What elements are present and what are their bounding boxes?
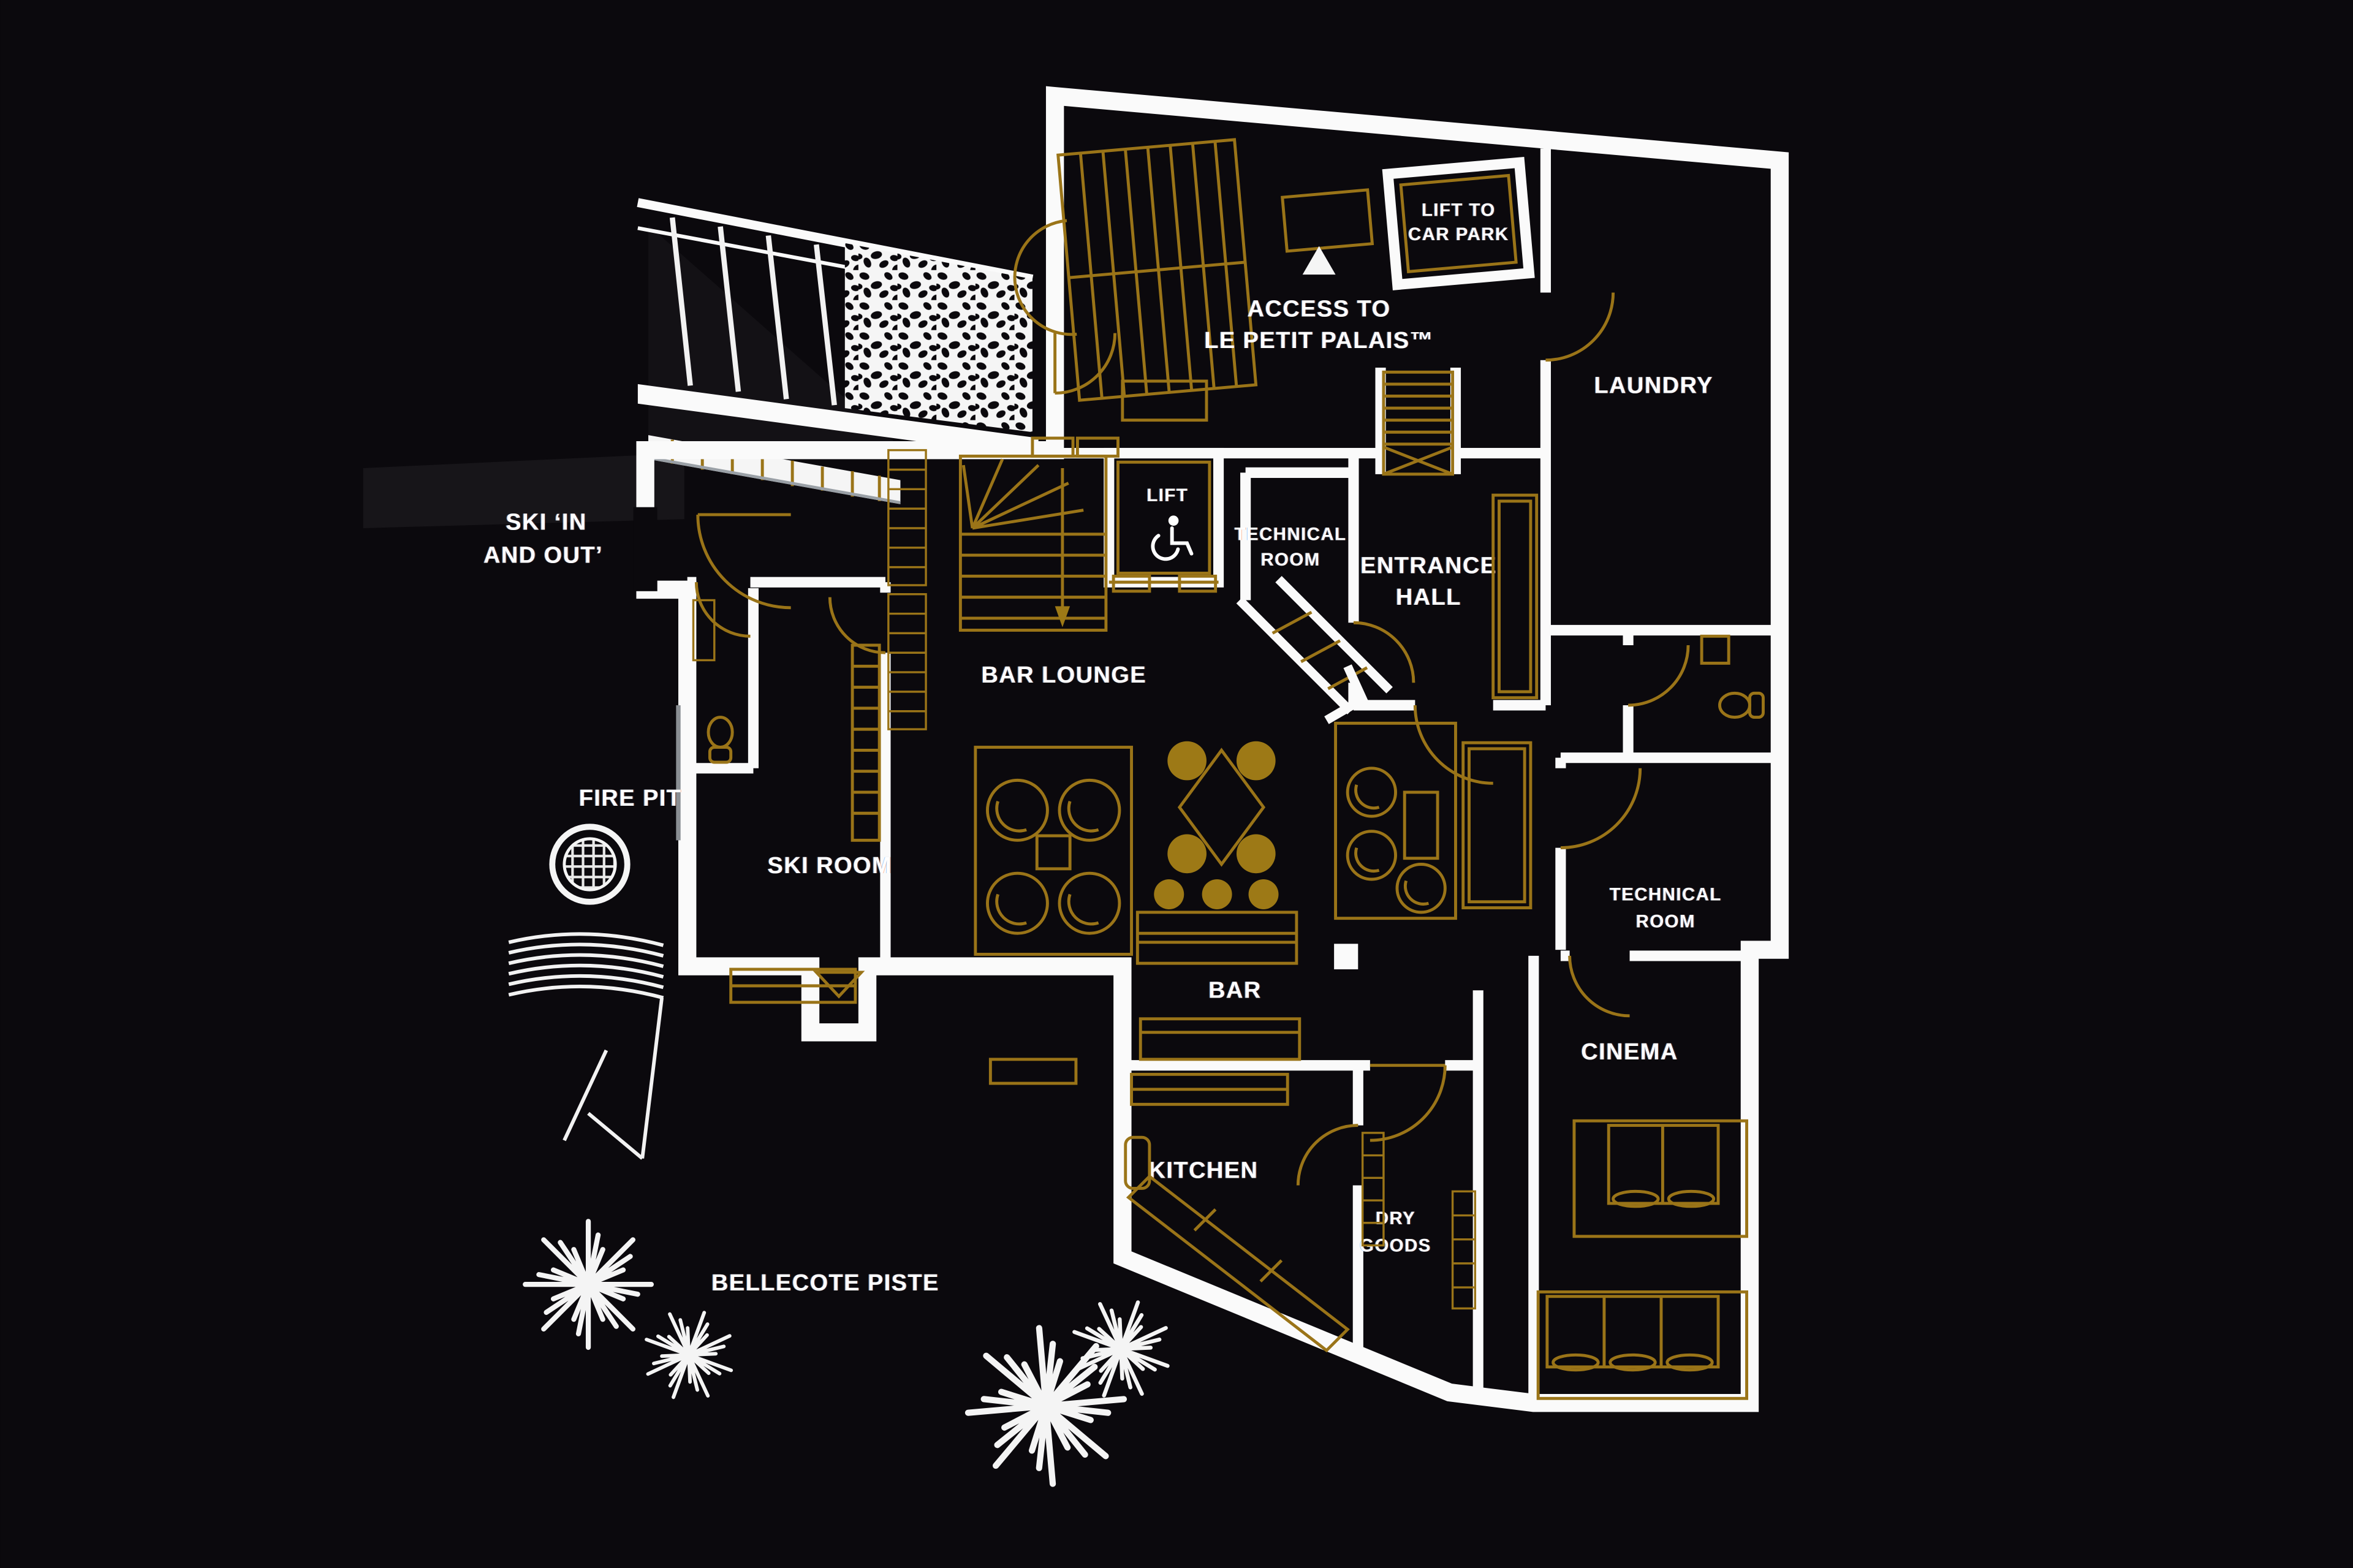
room-bar: [1135, 911, 1302, 1061]
corridor-seating: [1334, 721, 1533, 920]
toilet-icon: [707, 716, 734, 764]
sink: [1700, 634, 1730, 665]
hall-mat: [1281, 188, 1374, 253]
lift-label: LIFT: [1146, 485, 1188, 506]
room-kitchen: [1124, 1072, 1350, 1353]
tree-icon: [525, 1221, 651, 1347]
wc-left: [692, 599, 734, 764]
path-marker: [563, 998, 664, 1160]
stair-to-access: [1382, 370, 1455, 476]
bar-lounge-label: BAR LOUNGE: [981, 662, 1146, 688]
dining-set: [1167, 741, 1276, 874]
lounge-rug: [974, 746, 1133, 956]
room-dry-goods: [1361, 1132, 1477, 1310]
lift-to-car-park-label: LIFT TO: [1422, 200, 1496, 221]
cinema-sofa-row2: [1545, 1295, 1720, 1372]
cinema-rug: [1572, 1119, 1748, 1238]
ski-entry-opening: [633, 507, 657, 591]
room-lift: LIFT: [1108, 460, 1219, 593]
bay-detail: [813, 971, 865, 999]
toilet-icon: [1718, 691, 1765, 719]
outdoor-steps: [508, 932, 664, 1160]
room-ski: [676, 643, 881, 1004]
entrance-wardrobe: [1491, 493, 1539, 700]
kitchen-counter-diagonal: [1126, 1174, 1350, 1353]
bar-counter-bottom: [1139, 1017, 1302, 1061]
kitchen-sink: [1124, 1135, 1151, 1190]
kitchen-label: KITCHEN: [1149, 1157, 1259, 1183]
cinema-label: CINEMA: [1581, 1039, 1678, 1065]
side-table: [1403, 790, 1439, 860]
wall-stub: [1334, 944, 1358, 969]
room-bar-lounge: [887, 436, 1533, 956]
dry-goods-label: DRY: [1376, 1208, 1415, 1229]
ski-room-label: SKI ROOM: [768, 853, 893, 879]
pebble-patch: [844, 243, 1033, 433]
cinema-sofa-row1: [1607, 1124, 1720, 1208]
stair-landing-band: [637, 384, 1039, 458]
technical-room-upper-label: TECHNICAL: [1235, 525, 1347, 545]
interior-walls: [687, 148, 1776, 1403]
cinema-rug: [1536, 1290, 1748, 1400]
hall-mat: [1121, 379, 1208, 422]
double-doors: [1031, 436, 1120, 458]
ski-in-out-label: SKI ‘IN: [506, 509, 587, 535]
bellecote-piste-label: BELLECOTE PISTE: [711, 1270, 939, 1296]
fire-pit-label: FIRE PIT: [579, 786, 682, 811]
cabinet: [1461, 741, 1533, 909]
technical-room-lower-label: TECHNICAL: [1610, 884, 1722, 904]
cabinet-inner: [1468, 747, 1526, 904]
wc-right: [1700, 634, 1765, 719]
wc-shelf: [692, 599, 716, 662]
technical-room-lower-label: ROOM: [1636, 911, 1696, 931]
wall-shelving: [887, 449, 927, 730]
light-streaks: [363, 453, 684, 528]
top-left-door: [1053, 333, 1117, 395]
ski-rack: [851, 643, 881, 842]
access-label: LE PETIT PALAIS™: [1204, 328, 1434, 354]
bar-stools: [1154, 879, 1279, 909]
room-cinema: [1536, 1119, 1748, 1400]
technical-room-upper-label: ROOM: [1260, 550, 1320, 570]
door-arcs: [694, 292, 1690, 1186]
shelf: [1451, 1190, 1477, 1310]
lift-to-car-park-label: CAR PARK: [1408, 224, 1509, 244]
diagonal-stair: [1236, 576, 1393, 724]
entrance-hall-label: ENTRANCE: [1360, 553, 1497, 578]
top-section: LIFT TO CAR PARK ACCESS TO LE PETIT PALA…: [1013, 138, 1535, 422]
entrance-hall-label: HALL: [1396, 585, 1461, 610]
switchback-stairs: [1013, 138, 1258, 402]
room-lift-to-car-park: [1382, 156, 1535, 290]
side-table: [1035, 834, 1072, 871]
access-label: ACCESS TO: [1248, 297, 1391, 322]
outdoor-bench: [988, 1058, 1078, 1085]
ski-in-out-label: AND OUT’: [483, 542, 603, 568]
wheelchair-icon: [1151, 515, 1194, 561]
triangle-up-icon: [1302, 246, 1336, 275]
laundry-label: LAUNDRY: [1594, 373, 1713, 399]
fire-pit-icon: [549, 824, 631, 905]
shelf: [1361, 1132, 1385, 1247]
bar-label: BAR: [1208, 977, 1262, 1003]
bar-counter-top: [1135, 911, 1298, 965]
